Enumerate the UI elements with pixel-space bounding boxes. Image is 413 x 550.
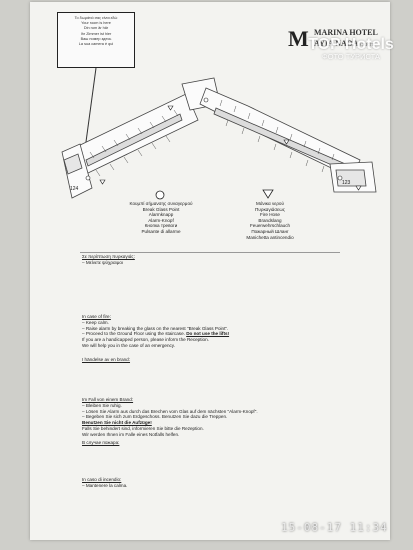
legend-line: Alarm-Knopf <box>148 217 174 223</box>
instruction-line: – Raise alarm by breaking the glass on t… <box>82 325 229 331</box>
instruction-warning: Do not use the lifts! <box>186 331 230 337</box>
instruction-warning: Benutzen Sie nicht die Aufzüge! <box>82 420 152 426</box>
photo-timestamp: 15-08-17 11:34 <box>281 521 388 534</box>
you-are-here-line: Το δωμάτιό σας είναι εδώ <box>74 16 118 20</box>
instruction-line: – Bleiben Sie ruhig. <box>82 402 122 408</box>
legend-line: Feuerwehrschlauch <box>249 223 291 229</box>
legend-hose-icon <box>262 189 274 199</box>
watermark-brand: TOP Hotels <box>308 36 394 53</box>
you-are-here-line: Din rum är här <box>83 26 109 31</box>
divider <box>80 252 340 253</box>
fire-hose-markers <box>99 105 362 191</box>
instructions-italian: In caso di incendio: – Mantenere la calm… <box>82 477 367 489</box>
hotel-location: AYIA NADA CRETE <box>314 39 374 48</box>
legend-line: Κουμπί σήμανσης συναγερμού <box>129 201 193 206</box>
legend-break-glass: Κουμπί σήμανσης συναγερμού Break Glass P… <box>126 201 196 235</box>
legend-fire-hose: Μάνικα νερού Πυρκαγιάσεως Fire Hose Bran… <box>235 201 305 240</box>
hotel-location-name: AYIA NADA <box>314 39 358 48</box>
legend-line: Пожарный Шланг <box>251 228 289 234</box>
instructions-english: In case of fire: – Keep calm. – Raise al… <box>82 314 367 349</box>
you-are-here-box: Το δωμάτιό σας είναι εδώ Your room is he… <box>57 12 135 68</box>
instruction-text: – Proceed to the Ground Floor using the … <box>82 331 185 337</box>
instructions-swedish: I händelse av en brand: <box>82 357 367 363</box>
instructions-german: Im Fall von einem Brand: – Bleiben Sie r… <box>82 397 367 438</box>
instruction-line: – Μείνετε ψύχραιμοι <box>82 259 123 265</box>
legend-line: Manichetta antincendio <box>246 234 294 240</box>
alarm-markers <box>85 97 343 181</box>
you-are-here-line: La sua camera è qui <box>78 42 114 47</box>
wing-left <box>61 77 221 199</box>
instructions-russian: В случае пожара: <box>82 440 367 446</box>
legend-line: Кнопка тревоги <box>144 223 178 229</box>
wing-right <box>199 87 377 193</box>
evacuation-notice: Το δωμάτιό σας είναι εδώ Your room is he… <box>30 2 390 540</box>
legend-line: Alarmknapp <box>148 212 174 218</box>
floor-plan: 124 123 <box>61 67 377 200</box>
you-are-here-line: Ваш номер здесь <box>80 36 112 41</box>
you-are-here-line: Your room is here <box>81 21 111 26</box>
you-are-here-line: Ihr Zimmer ist hier <box>80 31 112 36</box>
stairs-label: 123 <box>342 180 351 186</box>
hotel-name: MARINA HOTEL <box>314 28 378 37</box>
instruction-line: – Keep calm. <box>82 319 109 325</box>
stairs-label: 124 <box>70 186 79 192</box>
hotel-region: CRETE <box>359 42 375 47</box>
room-dividers <box>89 99 335 177</box>
watermark: TOP Hotels ФОТО ТУРИСТА <box>292 36 410 86</box>
hotel-logo-mark: M <box>288 26 309 51</box>
instruction-line: – Begeben Sie sich zum Erdgeschoss. Benu… <box>82 414 228 420</box>
legend-line: Brandslang <box>258 217 282 223</box>
instructions-greek: Σε περίπτωση πυρκαγιάς: – Μείνετε ψύχραι… <box>82 254 367 266</box>
section-heading: Σε περίπτωση πυρκαγιάς: <box>82 254 135 259</box>
section-heading: Im Fall von einem Brand: <box>82 397 134 402</box>
instruction-line: If you are a handicapped person, please … <box>82 337 209 343</box>
legend-line: Break Glass Point <box>142 206 180 212</box>
instruction-line: – Proceed to the Ground Floor using the … <box>82 331 367 337</box>
legend-line: Fire Hose <box>260 212 280 218</box>
watermark-subtitle: ФОТО ТУРИСТА <box>322 52 380 61</box>
legend-line: Pulsante di allarme <box>141 228 181 234</box>
section-heading: In caso di incendio: <box>82 477 122 482</box>
section-heading: В случае пожара: <box>82 440 120 445</box>
legend-line: Μάνικα νερού <box>256 201 284 206</box>
section-heading: In case of fire: <box>82 314 111 319</box>
instruction-line: Wir werden Ihnen im Falle eines Notfalls… <box>82 431 180 437</box>
instruction-line: Falls Sie behindert sind, informieren Si… <box>82 425 204 431</box>
instruction-line: We will help you in the case of an emerg… <box>82 342 176 348</box>
instruction-line: – Mantenere la calma. <box>82 482 128 488</box>
legend-alarm-icon <box>155 190 165 200</box>
legend-line: Πυρκαγιάσεως <box>255 206 285 212</box>
section-heading: I händelse av en brand: <box>82 357 131 362</box>
instruction-line: – Lösen Sie Alarm aus durch das Brechen … <box>82 408 258 414</box>
